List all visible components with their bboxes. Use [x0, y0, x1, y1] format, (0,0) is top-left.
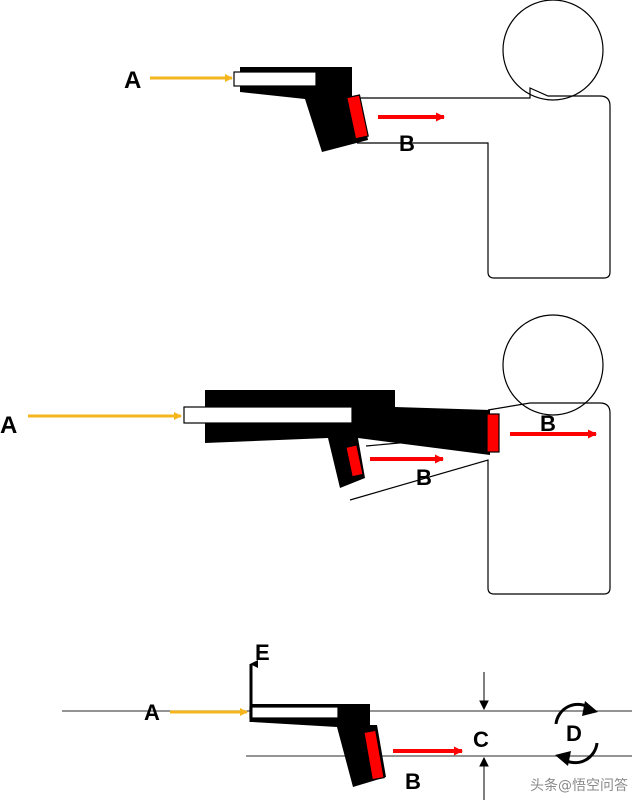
shooter-head — [502, 0, 604, 101]
grip-pad — [346, 94, 369, 140]
shooter-body — [353, 87, 611, 279]
offset-dimension — [479, 672, 489, 800]
label-a-2: A — [0, 412, 17, 439]
shooter-body-2 — [349, 402, 611, 595]
label-a: A — [124, 67, 141, 94]
circular-arrows-icon — [554, 701, 599, 766]
panel-pistol-one-hand: A B — [124, 0, 611, 279]
pistol-barrel — [233, 71, 317, 87]
label-b-shoulder: B — [540, 411, 556, 436]
shoulder-pad — [486, 413, 500, 453]
grip-pad-3 — [363, 729, 385, 781]
pistol-body — [240, 67, 368, 152]
label-b-3: B — [405, 769, 421, 794]
panel-rifle-shoulder: A B B — [0, 314, 611, 595]
panel-torque: E A B C D — [62, 640, 632, 800]
shooter-figure-2 — [349, 314, 611, 595]
rifle — [183, 390, 500, 488]
label-e: E — [255, 640, 270, 665]
pistol-3 — [249, 704, 386, 787]
pistol — [233, 67, 369, 152]
label-b-hand: B — [416, 465, 432, 490]
label-b: B — [399, 131, 415, 156]
label-a-3: A — [144, 700, 160, 725]
grip-pad-2 — [345, 444, 364, 478]
label-d: D — [566, 721, 582, 746]
watermark: 头条@悟空问答 — [530, 777, 628, 794]
pistol-body-3 — [252, 704, 386, 787]
pistol-barrel-3 — [249, 706, 339, 719]
rifle-body — [205, 390, 490, 488]
shooter-figure — [353, 0, 611, 279]
rifle-barrel — [183, 406, 353, 424]
shooter-head-2 — [502, 314, 604, 416]
label-c: C — [473, 727, 489, 752]
